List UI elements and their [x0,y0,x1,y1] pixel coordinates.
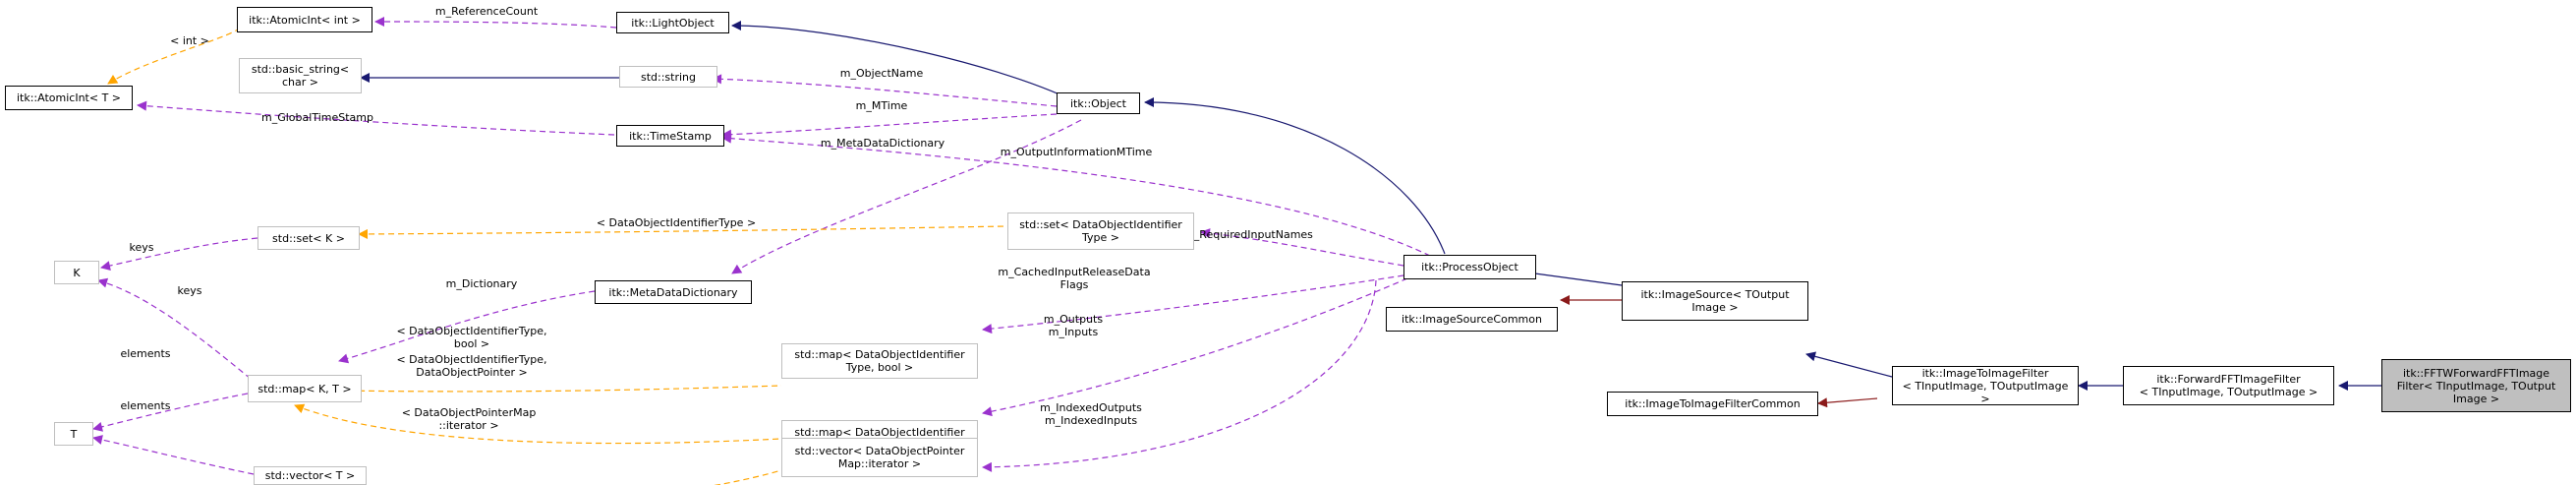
node-std-map-kt[interactable]: std::map< K, T > [248,375,362,402]
edge-timestamp-processobject [721,133,1431,257]
node-label: itk::MetaDataDictionary [608,285,738,299]
edge-stdsetk-k [100,237,258,272]
node-std-string[interactable]: std::string [619,66,717,88]
edge-stdmapdoibool-processobject [982,274,1404,334]
node-label: std::vector< DataObjectPointer Map::iter… [794,445,965,470]
node-fftwforwardfftimagefilter[interactable]: itk::FFTWForwardFFTImage Filter< TInputI… [2381,359,2571,412]
edge-imagesource-imagetoimagefilter [1805,351,1893,378]
node-atomicint-t[interactable]: itk::AtomicInt< T > [5,86,133,110]
edge-timestamp-object [721,113,1058,140]
node-processobject[interactable]: itk::ProcessObject [1403,255,1536,279]
node-imagetoimagefilter[interactable]: itk::ImageToImageFilter < TInputImage, T… [1892,366,2079,405]
edge-stdvectort-t [92,435,255,475]
node-imagetoimagefiltercommon[interactable]: itk::ImageToImageFilterCommon [1607,392,1818,416]
label-m-mtime: m_MTime [856,99,908,112]
label-m-referencecount: m_ReferenceCount [435,5,539,18]
edge-stdmapkt-stdmapdoibool [338,385,782,396]
node-label: itk::AtomicInt< int > [249,13,361,27]
label-keys-set: keys [130,241,154,254]
node-label: std::vector< T > [264,469,356,482]
label-m-metadatadictionary: m_MetaDataDictionary [821,137,945,150]
node-label: T [70,427,78,441]
node-atomicint-int[interactable]: itk::AtomicInt< int > [237,7,372,32]
node-std-map-doi-bool[interactable]: std::map< DataObjectIdentifier Type, boo… [781,343,978,379]
node-label: itk::AtomicInt< T > [16,91,122,104]
node-label: itk::ImageToImageFilterCommon [1625,397,1801,410]
node-label: itk::ImageSourceCommon [1402,313,1542,326]
label-m-objectname: m_ObjectName [840,67,924,80]
edge-atomicintint-lightobject [374,17,617,29]
node-label: itk::ForwardFFTImageFilter < TInputImage… [2139,373,2318,398]
node-label: itk::ImageSource< TOutput Image > [1640,288,1790,314]
edge-stdsetdoi-processobject [1200,228,1404,267]
edge-stdmapkt-stdmapdoidop [294,403,782,445]
node-std-vector-dop[interactable]: std::vector< DataObjectPointer Map::iter… [781,438,978,477]
node-label: std::map< K, T > [258,382,352,395]
node-label: itk::ImageToImageFilter < TInputImage, T… [1902,366,2069,405]
node-label: itk::TimeStamp [629,129,712,143]
label-m-requiredinputnames: m_RequiredInputNames [1183,228,1313,241]
node-label: itk::Object [1070,96,1126,110]
node-metadatadictionary[interactable]: itk::MetaDataDictionary [595,280,752,304]
label-dopmap-iter-tmpl: < DataObjectPointerMap::iterator > [402,406,537,432]
node-t[interactable]: T [54,422,93,446]
node-imagesourcecommon[interactable]: itk::ImageSourceCommon [1386,307,1558,332]
label-m-globaltimestamp: m_GlobalTimeStamp [261,111,373,124]
edge-metadatadictionary-stdmapkt [338,290,596,364]
node-imagesource[interactable]: itk::ImageSource< TOutput Image > [1622,281,1808,321]
node-std-set-k[interactable]: std::set< K > [258,226,360,250]
label-int-tmpl: < int > [170,34,209,47]
label-elements-vector: elements [120,399,170,412]
node-timestamp[interactable]: itk::TimeStamp [616,125,724,147]
label-doi-dop-tmpl: < DataObjectIdentifierType,DataObjectPoi… [396,353,546,379]
node-label: std::set< DataObjectIdentifier Type > [1019,218,1182,244]
node-k[interactable]: K [54,261,99,284]
edge-timestamp-atomicintt [137,100,615,136]
edge-stdmapkt-t [92,393,249,432]
edge-stdmapdoidop-processobject [982,277,1408,417]
node-std-set-doi[interactable]: std::set< DataObjectIdentifier Type > [1007,212,1194,250]
node-label: K [73,266,81,279]
node-label: std::basic_string< char > [251,63,350,89]
node-label: itk::ProcessObject [1421,261,1518,273]
edge-stdsetk-stdsetdoi [358,225,1008,239]
node-std-vector-t[interactable]: std::vector< T > [254,466,367,485]
label-elements-map: elements [120,347,170,360]
edge-stdvectordop-processobject [982,279,1377,472]
edge-stdvectort-stdvectordop [294,469,782,485]
node-label: itk::LightObject [631,16,715,30]
node-lightobject[interactable]: itk::LightObject [616,12,729,33]
label-m-dictionary: m_Dictionary [446,277,518,290]
edge-metadatadictionary-object [731,119,1082,274]
edge-imagetoimagefiltercommon-imagetoimagefilter [1817,397,1878,408]
edge-stdstring-object [712,74,1058,107]
label-m-outputinformationmtime: m_OutputInformationMTime [1001,146,1153,158]
edge-atomicintt-atomicintint [107,27,242,85]
label-keys-map: keys [178,284,202,297]
edge-object-processobject [1144,97,1446,255]
node-label: itk::FFTWForwardFFTImage Filter< TInputI… [2396,366,2556,405]
node-basic-string[interactable]: std::basic_string< char > [239,58,362,93]
edge-stdmapkt-k [97,277,252,380]
node-label: std::set< K > [272,231,345,245]
node-forwardfftimagefilter[interactable]: itk::ForwardFFTImageFilter < TInputImage… [2123,366,2334,405]
node-label: std::string [640,70,696,84]
node-object[interactable]: itk::Object [1057,92,1140,114]
node-label: std::map< DataObjectIdentifier Type, boo… [794,348,965,374]
label-doi-bool-tmpl: < DataObjectIdentifierType,bool > [396,325,546,350]
label-doi-type-tmpl: < DataObjectIdentifierType > [597,216,756,229]
